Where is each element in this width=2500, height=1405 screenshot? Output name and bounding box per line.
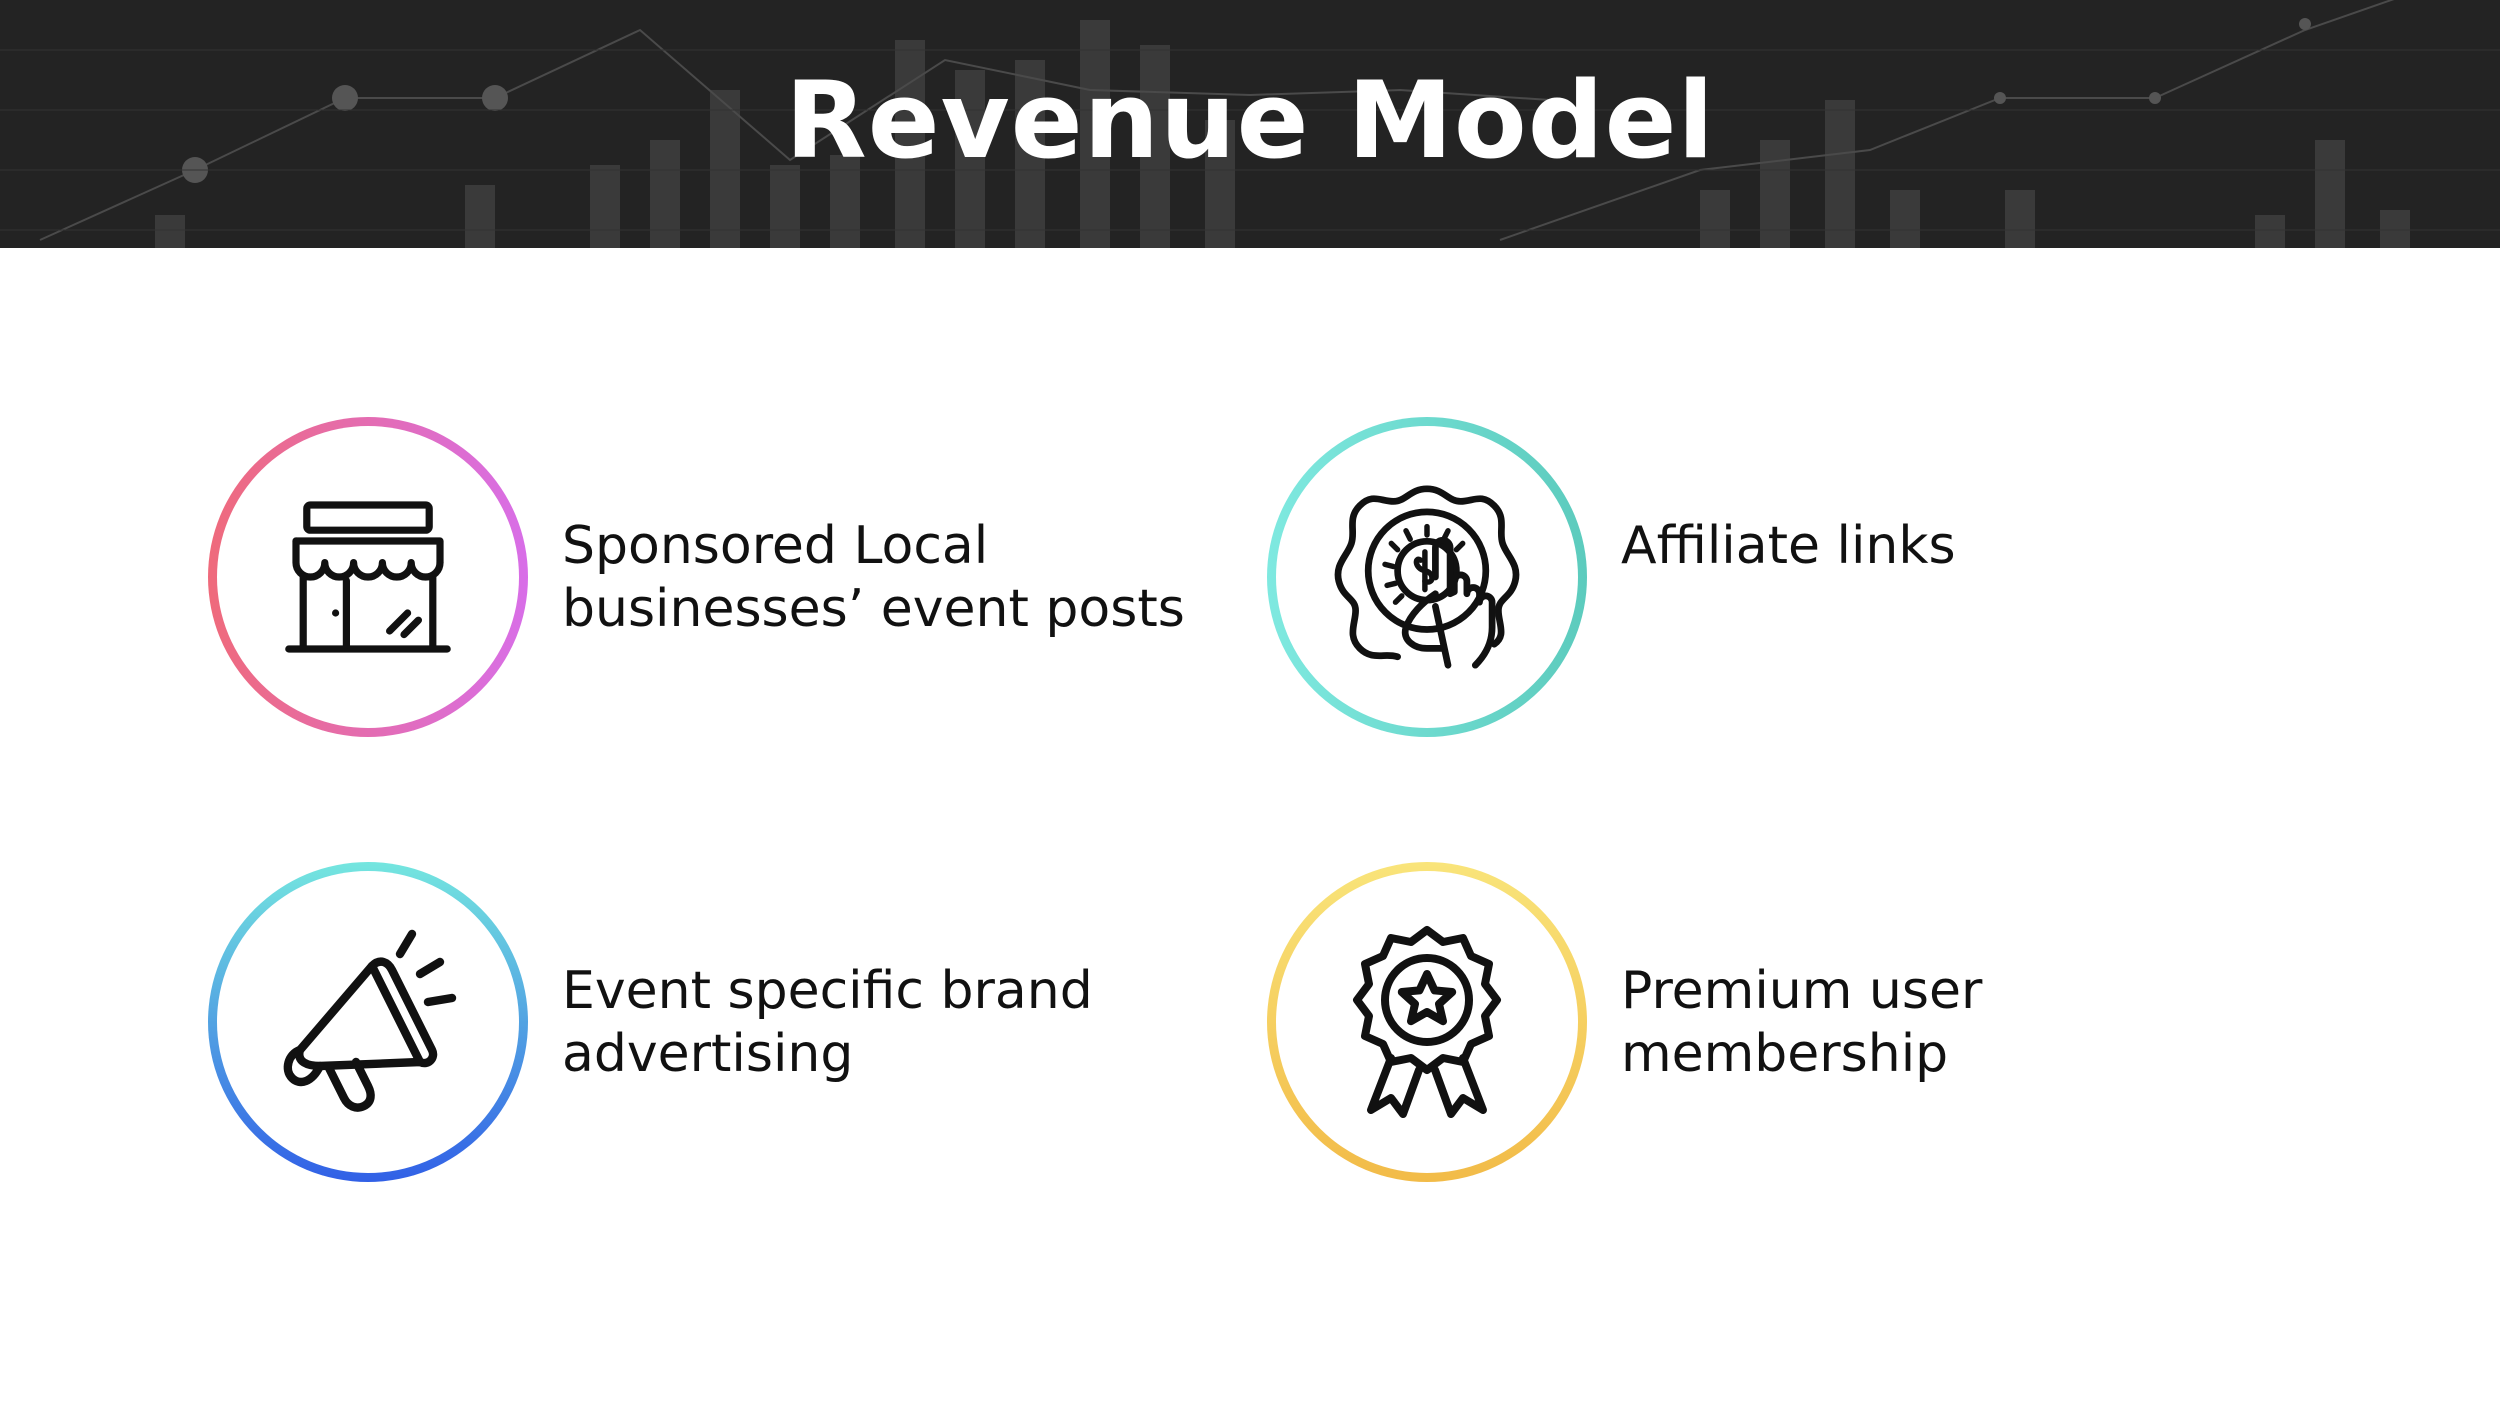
icon-ring [208, 862, 528, 1182]
page-title: Revenue Model [785, 58, 1715, 182]
revenue-label: Sponsored Local businesses’ event posts [562, 515, 1185, 641]
icon-ring [208, 417, 528, 737]
award-ribbon-icon [1353, 926, 1501, 1118]
icon-ring [1267, 417, 1587, 737]
label-line: membership [1621, 1024, 1949, 1084]
label-line: Affiliate links [1621, 516, 1956, 576]
revenue-label: Affiliate links [1621, 515, 1956, 578]
label-line: Event specific brand [562, 961, 1093, 1021]
label-line: businesses’ event posts [562, 579, 1185, 639]
revenue-label: Event specific brand advertising [562, 960, 1093, 1086]
label-line: Premium user [1621, 961, 1983, 1021]
header-banner: Revenue Model [0, 0, 2500, 248]
storefront-icon [285, 501, 451, 653]
header-chart-background [0, 0, 2500, 248]
revenue-label: Premium user membership [1621, 960, 1982, 1086]
affiliate-coin-click-icon [1334, 485, 1520, 669]
label-line: advertising [562, 1024, 854, 1084]
megaphone-icon [283, 929, 457, 1112]
label-line: Sponsored Local [562, 516, 989, 576]
icon-ring [1267, 862, 1587, 1182]
